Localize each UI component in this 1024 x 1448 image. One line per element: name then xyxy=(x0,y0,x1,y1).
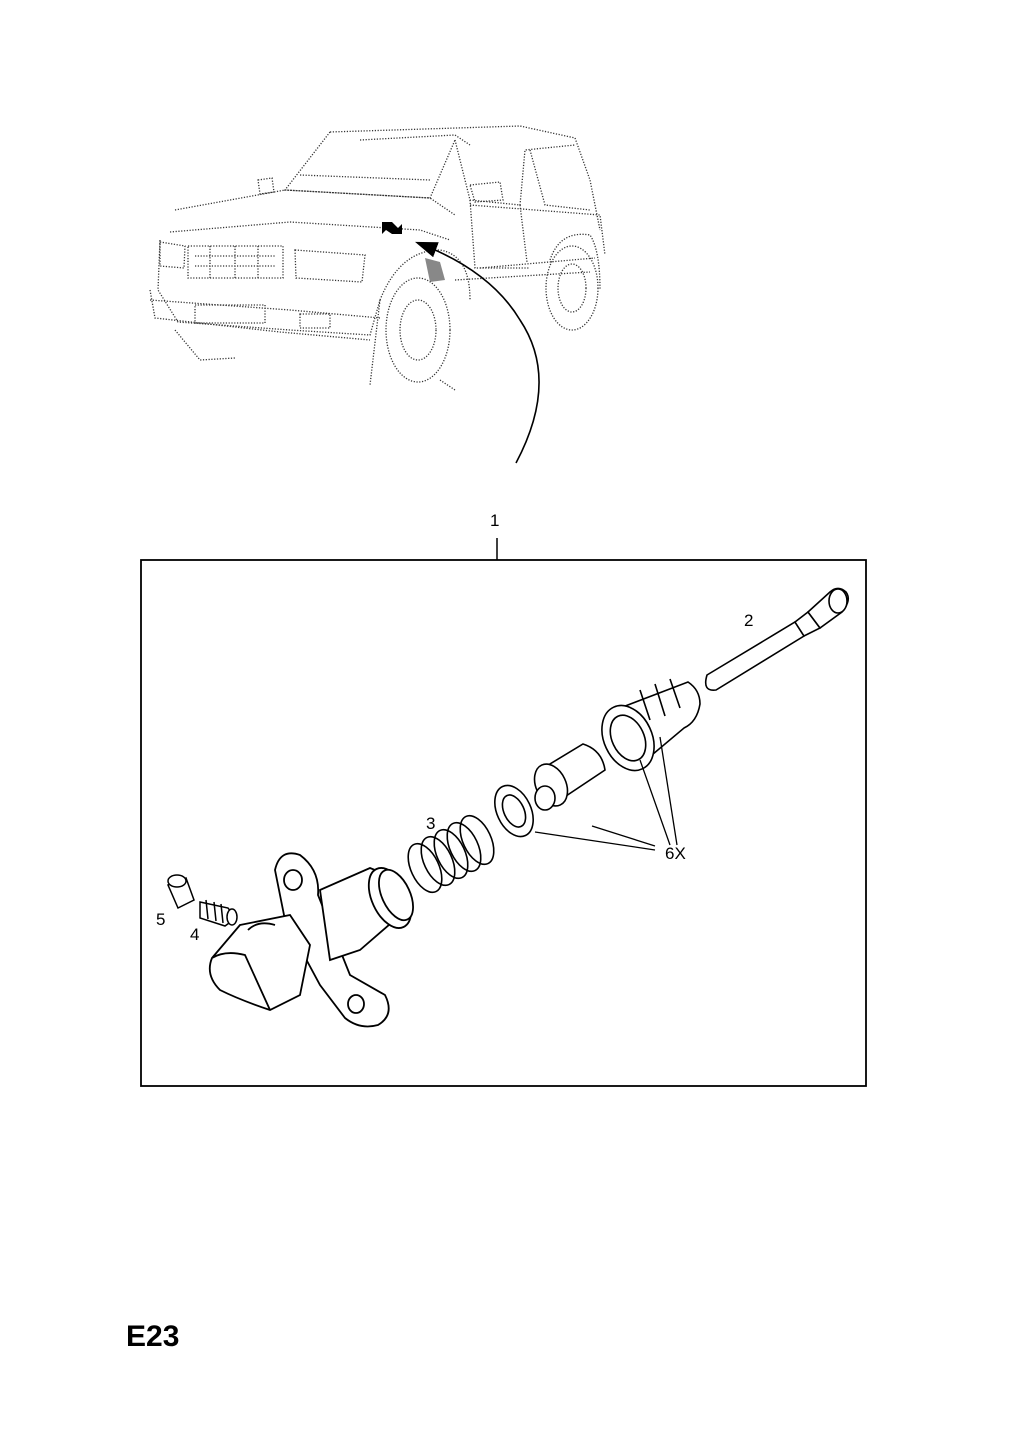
callout-5: 5 xyxy=(156,910,166,929)
seal-ring xyxy=(494,784,534,838)
dust-cap xyxy=(167,874,195,910)
dust-boot xyxy=(601,678,701,772)
part-location-marker xyxy=(382,222,445,282)
page-code: E23 xyxy=(126,1320,180,1353)
vehicle-illustration xyxy=(149,125,606,391)
callout-6x-leaders xyxy=(534,736,678,851)
location-arrow xyxy=(415,241,540,464)
spring xyxy=(407,814,495,894)
callout-3: 3 xyxy=(426,814,436,833)
callout-2: 2 xyxy=(744,611,754,630)
callout-6x: 6X xyxy=(665,844,686,863)
slave-cylinder-body xyxy=(208,852,414,1028)
callout-4: 4 xyxy=(190,925,200,944)
push-rod xyxy=(704,587,850,692)
detail-frame xyxy=(140,559,867,1087)
callout-1: 1 xyxy=(490,511,500,530)
piston xyxy=(533,743,606,811)
bleed-screw xyxy=(199,899,238,927)
